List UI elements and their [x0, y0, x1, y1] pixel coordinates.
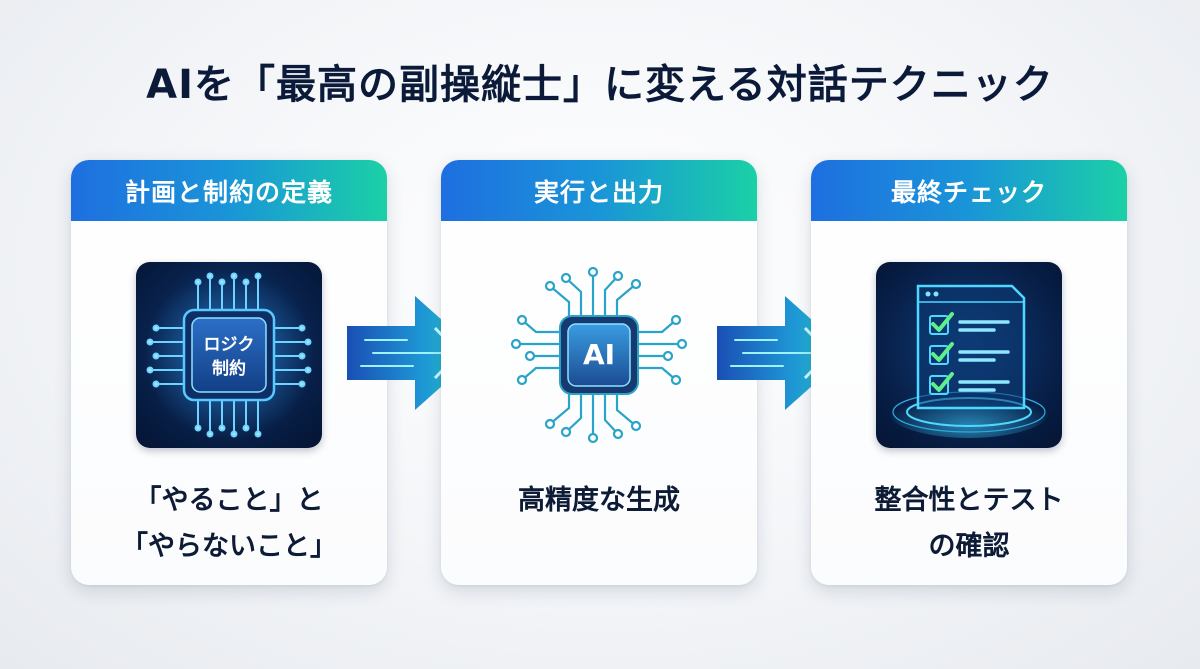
checklist-icon [876, 262, 1062, 448]
step-header: 計画と制約の定義 [71, 160, 387, 221]
step-description-line1: 「やること」と [134, 485, 324, 516]
ai-chip-icon: AI [506, 262, 692, 448]
chip-label-line2: 制約 [212, 358, 246, 379]
step-card-planning: 計画と制約の定義 [71, 160, 387, 585]
step-description-line1: 高精度な生成 [518, 485, 680, 516]
chip-label-line1: ロジク [204, 335, 255, 355]
page-title: AIを「最高の副操縦士」に変える対話テクニック [146, 62, 1054, 108]
step-header: 実行と出力 [441, 160, 757, 221]
step-header: 最終チェック [811, 160, 1127, 221]
ai-chip-label: AI [583, 338, 615, 371]
step-card-final-check: 最終チェック [811, 160, 1127, 585]
step-card-execution: 実行と出力 [441, 160, 757, 585]
step-description-line1: 整合性とテスト [874, 485, 1064, 516]
step-description-line2: 「やらないこと」 [121, 531, 337, 562]
chip-icon: ロジク 制約 [136, 262, 322, 448]
step-description-line2: の確認 [928, 531, 1010, 562]
